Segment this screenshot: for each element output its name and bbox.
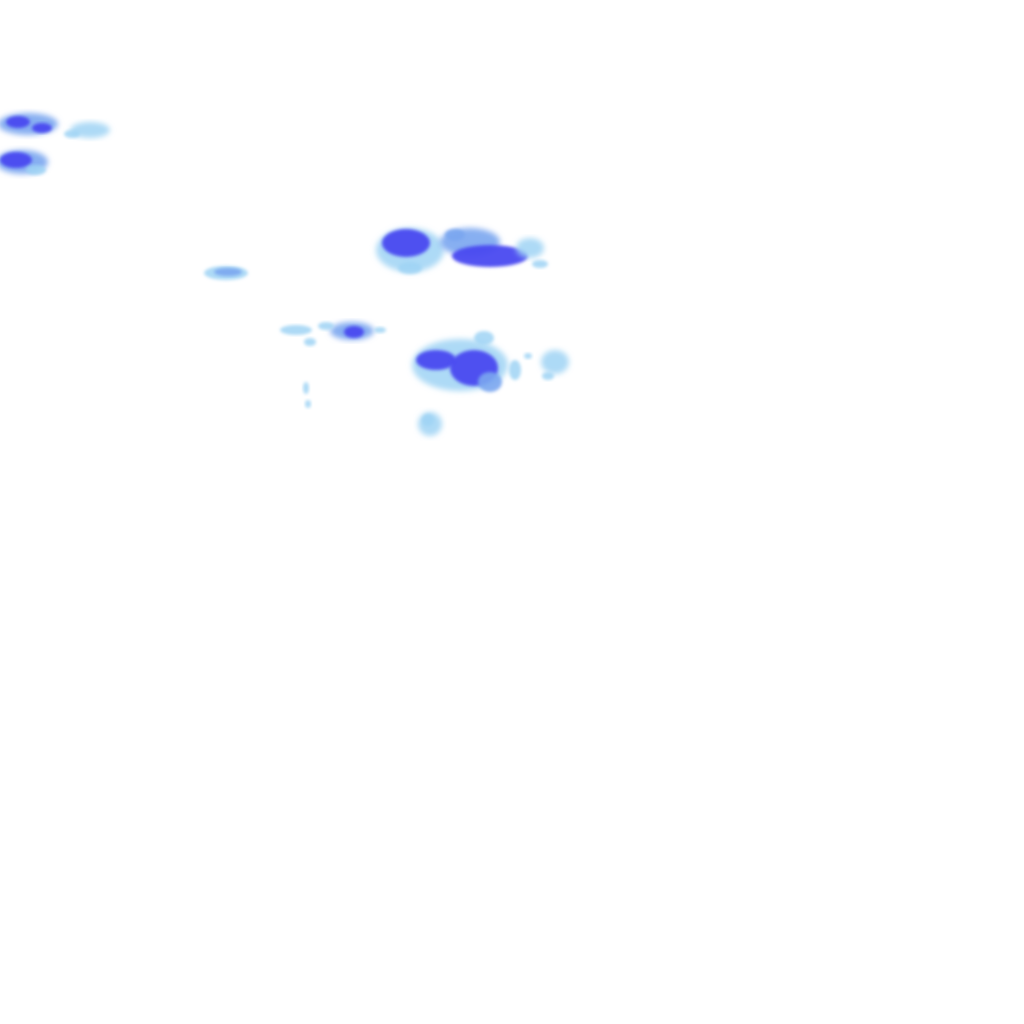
precip-cell-small-south [418,412,442,436]
precip-cell-middle-west [280,322,386,408]
precip-cell-small-west [204,266,248,280]
precip-cell-central [412,331,569,392]
precip-cell-central-north [376,228,548,274]
precip-cell-northwest-upper [0,113,110,138]
precip-cell-northwest-lower [0,150,48,175]
